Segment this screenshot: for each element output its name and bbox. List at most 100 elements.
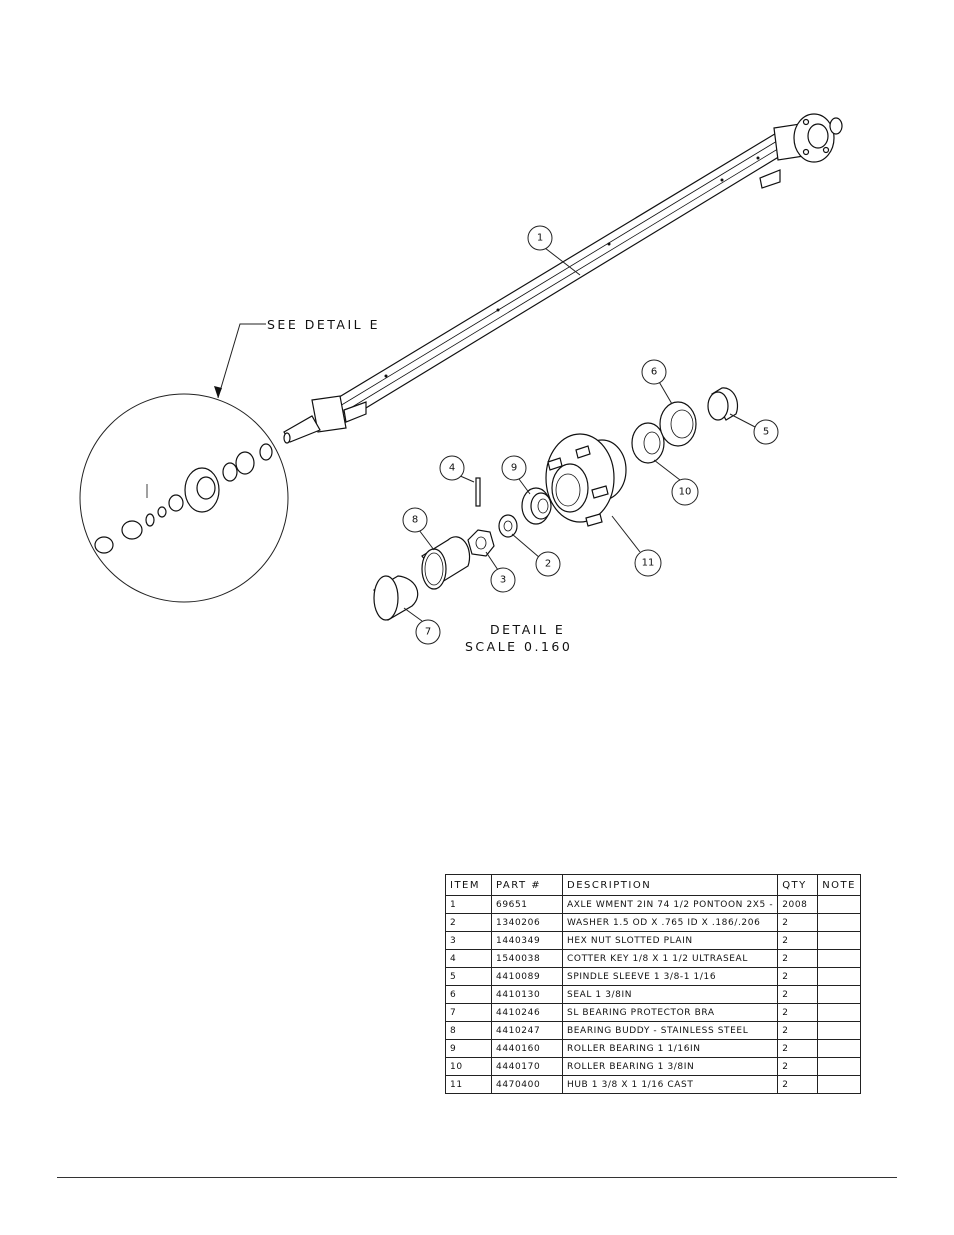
exploded-axle-drawing: 1 SEE DETAIL E [79, 113, 843, 654]
bom-cell-part: 4470400 [491, 1075, 563, 1094]
part-10-roller-bearing [631, 422, 665, 464]
bom-cell-item: 1 [445, 895, 492, 914]
bom-header-description: DESCRIPTION [561, 874, 779, 896]
bom-cell-qty: 2 [777, 985, 819, 1004]
callout-6: 6 [641, 359, 667, 385]
bom-cell-note [817, 895, 861, 914]
bom-cell-qty: 2 [777, 1021, 819, 1040]
detail-scale: SCALE 0.160 [465, 639, 572, 654]
bom-cell-note [817, 931, 861, 950]
svg-text:2: 2 [545, 559, 551, 570]
bom-cell-part: 4410246 [491, 1003, 563, 1022]
callout-2: 2 [535, 551, 561, 577]
bom-cell-part: 4410130 [491, 985, 563, 1004]
bom-cell-description: BEARING BUDDY - STAINLESS STEEL [561, 1021, 779, 1040]
bom-cell-item: 6 [445, 985, 492, 1004]
svg-text:11: 11 [642, 558, 655, 569]
part-7-bearing-protector [373, 575, 419, 621]
part-8-bearing-buddy [421, 536, 471, 590]
callout-4: 4 [439, 455, 465, 481]
axle-tube [283, 113, 843, 444]
bom-cell-note [817, 1075, 861, 1094]
callout-1: 1 [527, 225, 553, 251]
part-6-seal [659, 401, 697, 447]
bom-cell-part: 1440349 [491, 931, 563, 950]
bom-cell-note [817, 1003, 861, 1022]
svg-text:6: 6 [651, 367, 657, 378]
svg-text:8: 8 [412, 515, 418, 526]
bom-cell-part: 4440160 [491, 1039, 563, 1058]
part-9-roller-bearing [521, 487, 552, 525]
bom-cell-qty: 2 [777, 949, 819, 968]
bom-cell-note [817, 967, 861, 986]
bom-cell-item: 3 [445, 931, 492, 950]
bom-header-row: ITEM PART # DESCRIPTION QTY NOTE [445, 874, 861, 896]
bom-cell-description: COTTER KEY 1/8 X 1 1/2 ULTRASEAL [561, 949, 779, 968]
bom-cell-part: 4440170 [491, 1057, 563, 1076]
svg-text:4: 4 [449, 463, 455, 474]
callout-8: 8 [402, 507, 428, 533]
bom-cell-note [817, 1057, 861, 1076]
bom-cell-qty: 2 [777, 913, 819, 932]
bom-cell-qty: 2 [777, 1075, 819, 1094]
bom-header-item: ITEM [445, 874, 492, 896]
bom-cell-qty: 2 [777, 1057, 819, 1076]
part-2-washer [498, 514, 518, 538]
footer-rule [57, 1177, 897, 1178]
bom-cell-part: 4410089 [491, 967, 563, 986]
callout-9: 9 [501, 455, 527, 481]
bom-cell-description: HEX NUT SLOTTED PLAIN [561, 931, 779, 950]
bom-cell-description: AXLE WMENT 2IN 74 1/2 PONTOON 2X5 - [561, 895, 779, 914]
part-5-spindle-sleeve [707, 387, 739, 421]
bom-cell-item: 11 [445, 1075, 492, 1094]
bom-cell-note [817, 949, 861, 968]
bom-cell-note [817, 985, 861, 1004]
callout-7: 7 [415, 619, 441, 645]
bom-cell-description: SEAL 1 3/8IN [561, 985, 779, 1004]
callout-10: 10 [671, 478, 699, 506]
bom-header-part: PART # [491, 874, 563, 896]
bom-cell-qty: 2 [777, 1039, 819, 1058]
svg-text:3: 3 [500, 575, 506, 586]
callout-3: 3 [490, 567, 516, 593]
bom-cell-description: ROLLER BEARING 1 3/8IN [561, 1057, 779, 1076]
bom-cell-qty: 2008 [777, 895, 819, 914]
bom-cell-part: 1340206 [491, 913, 563, 932]
svg-text:5: 5 [763, 427, 769, 438]
bom-cell-note [817, 1021, 861, 1040]
bom-cell-description: WASHER 1.5 OD X .765 ID X .186/.206 [561, 913, 779, 932]
bom-cell-item: 7 [445, 1003, 492, 1022]
bom-cell-item: 8 [445, 1021, 492, 1040]
bom-cell-qty: 2 [777, 931, 819, 950]
bom-cell-item: 5 [445, 967, 492, 986]
bom-cell-description: ROLLER BEARING 1 1/16IN [561, 1039, 779, 1058]
bom-cell-qty: 2 [777, 1003, 819, 1022]
part-4-cotter-key [475, 477, 481, 507]
part-11-hub [545, 433, 627, 527]
bom-cell-item: 4 [445, 949, 492, 968]
svg-text:9: 9 [511, 463, 517, 474]
bom-cell-item: 2 [445, 913, 492, 932]
svg-text:10: 10 [679, 487, 692, 498]
bom-cell-item: 9 [445, 1039, 492, 1058]
bom-cell-description: SPINDLE SLEEVE 1 3/8-1 1/16 [561, 967, 779, 986]
svg-text:1: 1 [537, 233, 543, 244]
bom-cell-note [817, 913, 861, 932]
bom-cell-item: 10 [445, 1057, 492, 1076]
bom-cell-part: 69651 [491, 895, 563, 914]
detail-circle [79, 393, 289, 603]
bom-cell-part: 4410247 [491, 1021, 563, 1040]
detail-reference-label: SEE DETAIL E [267, 317, 380, 332]
callout-11: 11 [634, 549, 662, 577]
